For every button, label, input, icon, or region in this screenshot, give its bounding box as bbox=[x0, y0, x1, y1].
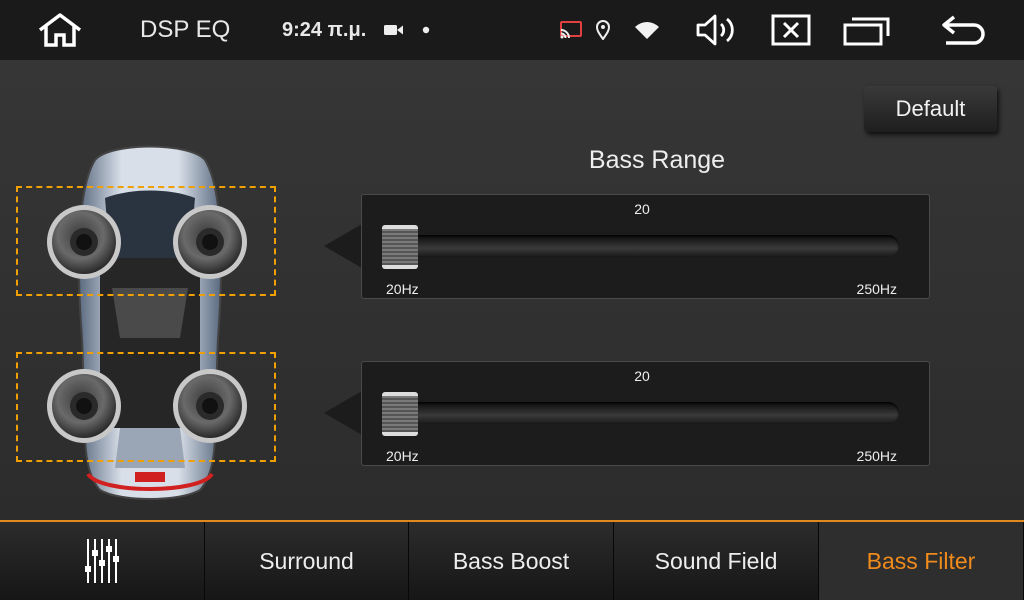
wifi-icon bbox=[634, 0, 660, 60]
recent-apps-icon[interactable] bbox=[842, 0, 892, 60]
tab-bass-boost[interactable]: Bass Boost bbox=[409, 522, 614, 600]
rear-right-speaker-icon bbox=[173, 369, 247, 443]
bass-range-slider-thumb[interactable] bbox=[382, 225, 418, 269]
front-bass-range-panel: 20 20Hz 250Hz bbox=[361, 194, 930, 299]
volume-icon[interactable] bbox=[694, 0, 740, 60]
front-speaker-zone[interactable] bbox=[16, 186, 276, 296]
tab-bass-filter[interactable]: Bass Filter bbox=[819, 522, 1024, 600]
section-title: Bass Range bbox=[588, 146, 726, 174]
tab-sound-field[interactable]: Sound Field bbox=[614, 522, 819, 600]
rear-speaker-zone[interactable] bbox=[16, 352, 276, 462]
slider-max-label: 250Hz bbox=[856, 448, 897, 464]
tab-equalizer[interactable] bbox=[0, 522, 205, 600]
clock: 9:24 π.μ. bbox=[282, 18, 367, 41]
home-icon[interactable] bbox=[36, 0, 84, 60]
app-title: DSP EQ bbox=[140, 16, 231, 43]
slider-min-label: 20Hz bbox=[386, 281, 419, 297]
bass-range-slider-thumb[interactable] bbox=[382, 392, 418, 436]
dsp-main-panel: Default Bass Range 20 20Hz 250Hz 20 20Hz… bbox=[0, 60, 1024, 520]
bass-range-slider-track[interactable] bbox=[384, 235, 899, 257]
equalizer-icon bbox=[85, 539, 119, 583]
bottom-tab-bar: Surround Bass Boost Sound Field Bass Fil… bbox=[0, 520, 1024, 600]
slider-value: 20 bbox=[634, 368, 650, 384]
tab-surround[interactable]: Surround bbox=[205, 522, 409, 600]
front-left-speaker-icon bbox=[47, 205, 121, 279]
rear-bass-range-panel: 20 20Hz 250Hz bbox=[361, 361, 930, 466]
front-zone-pointer bbox=[324, 224, 362, 268]
default-button[interactable]: Default bbox=[864, 86, 997, 132]
rear-zone-pointer bbox=[324, 391, 362, 435]
close-icon[interactable] bbox=[771, 0, 811, 60]
front-right-speaker-icon bbox=[173, 205, 247, 279]
bass-range-slider-track[interactable] bbox=[384, 402, 899, 424]
slider-max-label: 250Hz bbox=[856, 281, 897, 297]
notification-dot-icon bbox=[422, 0, 430, 60]
slider-value: 20 bbox=[634, 201, 650, 217]
rear-left-speaker-icon bbox=[47, 369, 121, 443]
cast-icon bbox=[560, 0, 582, 60]
status-bar: DSP EQ 9:24 π.μ. bbox=[0, 0, 1024, 60]
slider-min-label: 20Hz bbox=[386, 448, 419, 464]
location-pin-icon bbox=[596, 0, 610, 60]
video-camera-icon bbox=[384, 0, 404, 60]
back-icon[interactable] bbox=[940, 0, 988, 60]
